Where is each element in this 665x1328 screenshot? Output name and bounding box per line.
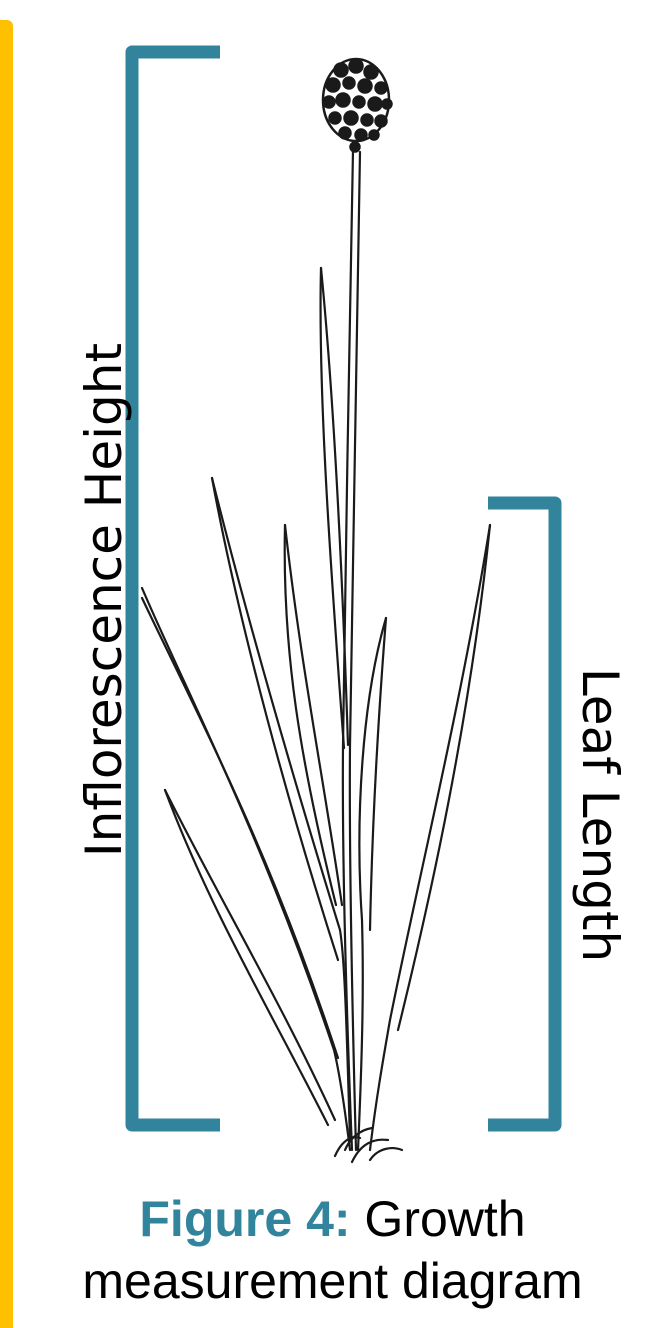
caption-line-1: Figure 4: Growth	[0, 1188, 665, 1250]
caption-figure-label: Figure 4:	[139, 1191, 350, 1247]
caption-text-line2: measurement diagram	[0, 1250, 665, 1312]
plant-icon	[142, 150, 490, 1162]
inflorescence-icon	[323, 59, 392, 152]
leaf-length-label: Leaf Length	[575, 668, 625, 962]
inflorescence-height-label: Inflorescence Height	[79, 343, 129, 857]
growth-measurement-figure: Inflorescence Height Leaf Length	[0, 0, 665, 1180]
leaf-length-bracket	[488, 503, 555, 1125]
inflorescence-height-bracket	[132, 52, 220, 1125]
caption-text-line1: Growth	[351, 1191, 526, 1247]
figure-caption: Figure 4: Growth measurement diagram	[0, 1188, 665, 1312]
